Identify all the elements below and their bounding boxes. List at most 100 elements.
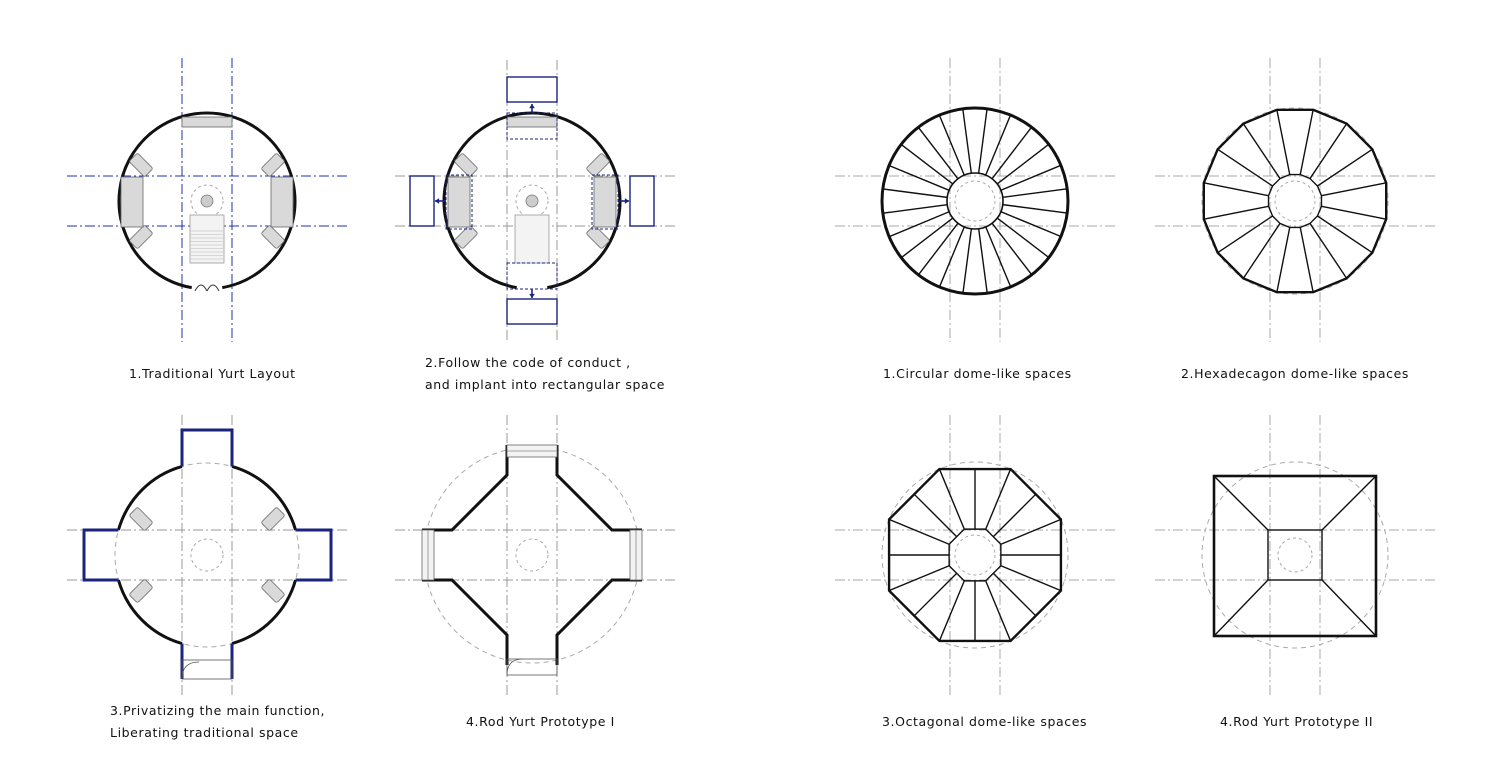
side-cabinet bbox=[129, 153, 153, 177]
dome-outer-ring bbox=[880, 106, 1070, 296]
stove-ring bbox=[515, 538, 549, 572]
hexadecagon-rib bbox=[1317, 215, 1373, 254]
prototype2-outline bbox=[1212, 474, 1378, 638]
bed-left bbox=[447, 176, 471, 228]
dome-circle-dashed bbox=[1201, 461, 1389, 649]
side-cabinet bbox=[586, 225, 610, 249]
prototype2-rib bbox=[1321, 579, 1377, 637]
door-swing bbox=[181, 661, 200, 680]
dome-rib bbox=[900, 217, 954, 259]
octagon-mid-rib bbox=[913, 493, 958, 538]
dome-circle-dashed bbox=[1201, 107, 1389, 295]
door-box bbox=[506, 658, 558, 676]
arrow-head bbox=[529, 104, 535, 109]
dome-rib bbox=[1000, 211, 1062, 238]
dome-core-dashed bbox=[1277, 537, 1313, 573]
hexadecagon-rib bbox=[1317, 148, 1373, 187]
dome-rib bbox=[985, 226, 1012, 288]
prototype2-rib bbox=[1321, 475, 1377, 531]
target-box-top bbox=[506, 76, 558, 103]
extract-frame-bottom bbox=[506, 262, 558, 290]
hexadecagon-rib bbox=[1242, 123, 1281, 179]
hexadecagon-rib bbox=[1309, 223, 1348, 279]
side-cabinet bbox=[129, 225, 153, 249]
octagon-rib bbox=[985, 468, 1012, 530]
table bbox=[514, 214, 550, 264]
dome-rib bbox=[917, 222, 959, 276]
octagon-rib bbox=[888, 518, 950, 545]
target-box-bottom bbox=[506, 298, 558, 325]
prototype2-rib bbox=[1213, 475, 1269, 531]
door-box bbox=[181, 659, 233, 680]
dome-rib bbox=[1000, 164, 1062, 191]
top-cabinet bbox=[181, 116, 233, 128]
dome-rib bbox=[888, 211, 950, 238]
caption-circular: 1.Circular dome-like spaces bbox=[883, 366, 1072, 381]
caption-implant: 2.Follow the code of conduct , and impla… bbox=[425, 355, 666, 392]
octagon-mid-rib bbox=[992, 493, 1037, 538]
octagon-rib bbox=[1000, 518, 1062, 545]
bed-right bbox=[270, 176, 294, 228]
circular-dome-diagram bbox=[835, 58, 1115, 342]
octagon-rib bbox=[1000, 565, 1062, 592]
dome-rib bbox=[888, 164, 950, 191]
octagon-core bbox=[948, 528, 1002, 582]
hexadecagon-rib bbox=[1203, 205, 1269, 220]
stove bbox=[525, 194, 539, 208]
octagonal-dome-diagram bbox=[835, 415, 1115, 695]
dome-core-dashed bbox=[954, 534, 996, 576]
dome-rib bbox=[996, 217, 1050, 259]
dome-rib bbox=[938, 226, 965, 288]
hexadecagon-rib bbox=[1242, 223, 1281, 279]
dome-rib bbox=[882, 188, 948, 199]
bed-left bbox=[120, 176, 144, 228]
side-cabinet bbox=[454, 225, 478, 249]
hexadecagon-rib bbox=[1276, 109, 1291, 175]
door-leaf bbox=[194, 284, 208, 292]
side-cabinet bbox=[261, 153, 285, 177]
hexadecagon-rib bbox=[1299, 109, 1314, 175]
dome-rib bbox=[938, 114, 965, 176]
dome-rib bbox=[962, 228, 973, 294]
rod-yurt-prototype-2-diagram bbox=[1155, 415, 1435, 695]
octagon-rib bbox=[938, 468, 965, 530]
hexadecagon-dome-diagram bbox=[1155, 58, 1435, 342]
hexadecagon-rib bbox=[1217, 215, 1273, 254]
yurt-wall-arc bbox=[117, 465, 183, 531]
stove-ring bbox=[190, 538, 224, 572]
dome-circle-dashed bbox=[881, 461, 1069, 649]
octagon-mid-rib bbox=[992, 572, 1037, 617]
dome-rib bbox=[1002, 203, 1068, 214]
side-cabinet bbox=[261, 579, 285, 603]
arm-top bbox=[180, 428, 234, 467]
hexadecagon-rib bbox=[1299, 227, 1314, 293]
dome-rib bbox=[991, 126, 1033, 180]
dome-rib bbox=[977, 228, 988, 294]
hexadecagon-rib bbox=[1309, 123, 1348, 179]
bed-right bbox=[593, 176, 617, 228]
prototype2-rib bbox=[1213, 579, 1269, 637]
dome-rib bbox=[900, 143, 954, 185]
side-cabinet bbox=[454, 153, 478, 177]
octagon-rib bbox=[938, 580, 965, 642]
table bbox=[189, 214, 225, 264]
caption-prototype2: 4.Rod Yurt Prototype II bbox=[1220, 714, 1374, 729]
side-cabinet bbox=[261, 225, 285, 249]
inner-circle-dashed bbox=[114, 462, 300, 648]
octagon-mid-rib bbox=[913, 572, 958, 617]
arrow-head bbox=[529, 293, 535, 298]
outer-circle-dashed bbox=[423, 446, 641, 664]
yurt-wall-arc bbox=[231, 465, 297, 531]
rod-yurt-prototype-1-diagram bbox=[395, 415, 675, 695]
arm-bottom bbox=[180, 643, 234, 679]
side-cabinet bbox=[586, 153, 610, 177]
hexadecagon-rib bbox=[1321, 205, 1387, 220]
arm-right bbox=[295, 528, 333, 582]
hexadecagon-core bbox=[1267, 173, 1323, 229]
dome-rib bbox=[962, 108, 973, 174]
caption-prototype1: 4.Rod Yurt Prototype I bbox=[466, 714, 615, 729]
side-cabinet bbox=[261, 507, 285, 531]
dome-rib bbox=[882, 203, 948, 214]
